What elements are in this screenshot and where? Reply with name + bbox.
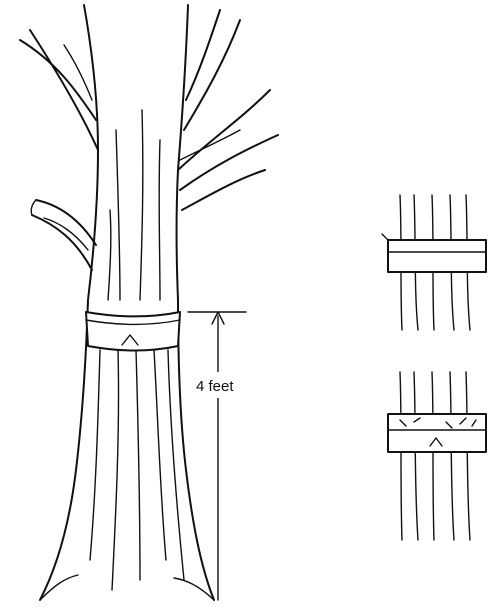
bark-line-upper-3 xyxy=(159,140,160,300)
bark-line-upper-2 xyxy=(140,110,143,300)
bark-line-upper-1 xyxy=(116,130,120,300)
right-limb-detail xyxy=(180,130,240,160)
bark-line-lower-5 xyxy=(168,350,184,580)
right-limb-2 xyxy=(180,135,278,190)
upper-trunk-left xyxy=(84,5,98,300)
detail2-trunk-line-5 xyxy=(466,372,470,540)
detail2-trunk-line-1 xyxy=(400,372,402,540)
bark-line-lower-1 xyxy=(90,350,100,560)
main-tree xyxy=(20,5,278,600)
trunk-right-edge xyxy=(178,300,214,600)
detail2-trunk-line-2 xyxy=(414,372,418,540)
upper-trunk-right xyxy=(177,5,189,300)
bark-line-lower-2 xyxy=(112,350,119,590)
detail2-trunk-line-3 xyxy=(432,372,434,540)
detail2-wrap-band xyxy=(388,414,486,452)
left-branch-tip xyxy=(31,200,36,215)
trunk-left-edge xyxy=(40,300,88,600)
left-branch-lower xyxy=(32,215,92,270)
bark-line-lower-3 xyxy=(136,350,140,580)
right-limb-3 xyxy=(182,170,265,210)
left-limb-2 xyxy=(20,40,96,120)
left-branch-crack xyxy=(44,218,88,250)
detail-band-clean xyxy=(382,195,486,330)
right-limb-5 xyxy=(186,10,220,100)
detail1-band-tag xyxy=(382,234,388,240)
measurement-label: 4 feet xyxy=(196,378,234,395)
detail-band-debris xyxy=(388,372,486,540)
trunk-wrap-band xyxy=(86,312,180,351)
detail2-trunk-line-4 xyxy=(450,372,454,540)
bark-line-upper-4 xyxy=(108,210,111,300)
bark-line-lower-4 xyxy=(154,350,166,560)
detail1-wrap-band xyxy=(388,240,486,272)
height-measurement: 4 feet xyxy=(188,312,248,600)
right-limb-1 xyxy=(178,90,270,170)
left-branch-upper xyxy=(36,200,96,245)
